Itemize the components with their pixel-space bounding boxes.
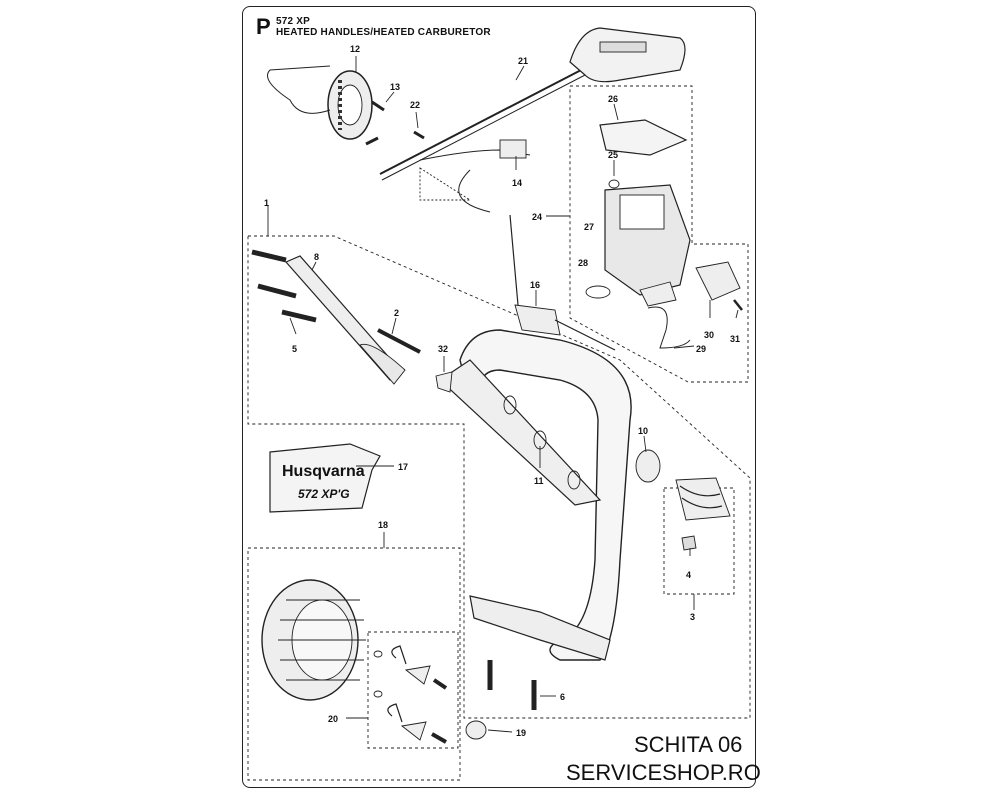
callout-30: 30 bbox=[704, 330, 714, 340]
decal-17 bbox=[269, 443, 381, 513]
callout-16: 16 bbox=[530, 280, 540, 290]
bottom-plate bbox=[469, 595, 611, 661]
callout-4: 4 bbox=[686, 570, 691, 580]
callout-12: 12 bbox=[350, 44, 360, 54]
callout-5: 5 bbox=[292, 344, 297, 354]
diagram-frame bbox=[242, 6, 756, 788]
callout-10: 10 bbox=[638, 426, 648, 436]
callout-25: 25 bbox=[608, 150, 618, 160]
decal-model: 572 XP'G bbox=[298, 487, 350, 501]
callout-6: 6 bbox=[560, 692, 565, 702]
coil-wire bbox=[267, 65, 331, 114]
callout-28: 28 bbox=[578, 258, 588, 268]
callout-17: 17 bbox=[398, 462, 408, 472]
section-letter: P bbox=[256, 14, 271, 39]
callout-32: 32 bbox=[438, 344, 448, 354]
callout-13: 13 bbox=[390, 82, 400, 92]
callout-8: 8 bbox=[314, 252, 319, 262]
front-handle-bar bbox=[459, 329, 632, 661]
group-outline-3 bbox=[663, 487, 735, 595]
group-outline-1 bbox=[247, 235, 751, 719]
callout-21: 21 bbox=[518, 56, 528, 66]
callout-2: 2 bbox=[394, 308, 399, 318]
callout-3: 3 bbox=[690, 612, 695, 622]
callout-27: 27 bbox=[584, 222, 594, 232]
rear-handle-part bbox=[569, 27, 686, 83]
model-title: 572 XP bbox=[276, 16, 311, 27]
callout-18: 18 bbox=[378, 520, 388, 530]
group-outline-24 bbox=[569, 85, 749, 383]
heater-spring bbox=[675, 477, 731, 521]
callout-20: 20 bbox=[328, 714, 338, 724]
heating-rod bbox=[379, 67, 586, 175]
group-outline-20 bbox=[367, 631, 459, 749]
callout-19: 19 bbox=[516, 728, 526, 738]
heater-element-10 bbox=[635, 449, 661, 483]
heater-30 bbox=[695, 261, 741, 301]
callout-31: 31 bbox=[730, 334, 740, 344]
decal-brand: Husqvarna bbox=[282, 463, 365, 480]
throttle-cable bbox=[509, 214, 519, 306]
section-title: HEATED HANDLES/HEATED CARBURETOR bbox=[276, 27, 491, 38]
callout-22: 22 bbox=[410, 100, 420, 110]
shop-label: SERVICESHOP.RO bbox=[566, 760, 761, 785]
filter-plate-26 bbox=[599, 119, 688, 156]
callout-14: 14 bbox=[512, 178, 522, 188]
gasket bbox=[514, 304, 561, 336]
schita-label: SCHITA 06 bbox=[634, 732, 743, 757]
callout-11: 11 bbox=[534, 476, 544, 486]
callout-24: 24 bbox=[532, 212, 542, 222]
callout-1: 1 bbox=[264, 198, 269, 208]
callout-26: 26 bbox=[608, 94, 618, 104]
callout-29: 29 bbox=[696, 344, 706, 354]
